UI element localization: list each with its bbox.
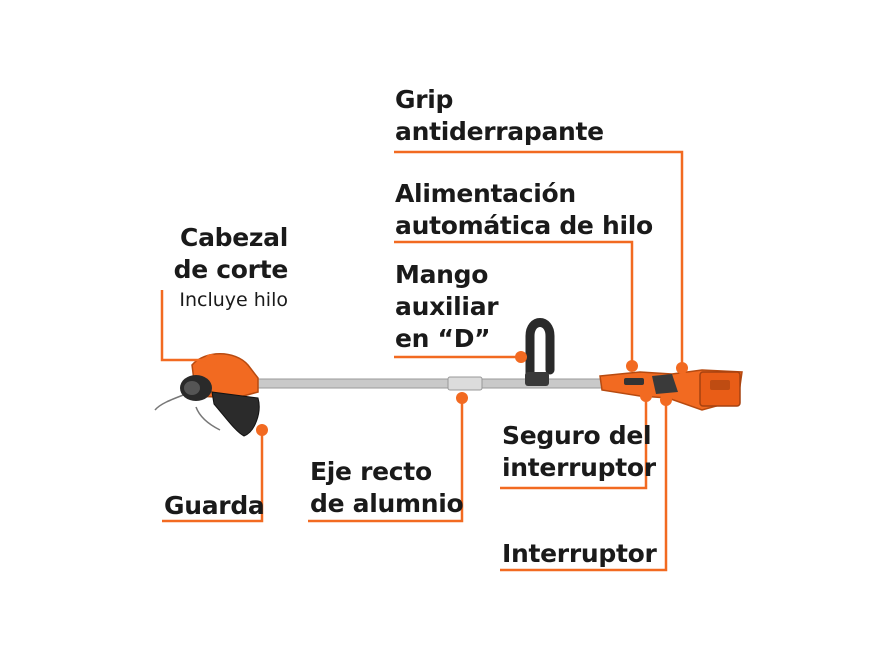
battery-slot bbox=[710, 380, 730, 390]
dot-alimentacion bbox=[626, 360, 638, 372]
callout-line-alimentacion bbox=[394, 240, 634, 368]
guard-shape bbox=[211, 391, 260, 437]
dot-seguro bbox=[640, 390, 652, 402]
label-cabezal-line2: de corte bbox=[173, 255, 289, 284]
aluminum-shaft bbox=[251, 378, 613, 389]
spool-cap bbox=[184, 381, 200, 395]
callout-line-eje bbox=[308, 398, 464, 523]
label-alimentacion-line2: automática de hilo bbox=[395, 211, 653, 240]
label-alimentacion: Alimentación automática de hilo bbox=[395, 178, 653, 242]
label-alimentacion-line1: Alimentación bbox=[395, 179, 576, 208]
label-interruptor: Interruptor bbox=[502, 539, 657, 568]
label-eje-line1: Eje recto bbox=[310, 457, 432, 486]
label-mango: Mango auxiliar en “D” bbox=[395, 259, 499, 355]
callout-line-guarda bbox=[162, 430, 264, 523]
callout-line-interruptor bbox=[500, 400, 668, 572]
label-guarda: Guarda bbox=[164, 491, 265, 520]
label-grip-line2: antiderrapante bbox=[395, 117, 604, 146]
grip-band bbox=[652, 374, 678, 394]
callout-dots bbox=[205, 351, 688, 436]
label-eje: Eje recto de alumnio bbox=[310, 456, 464, 520]
d-handle bbox=[525, 318, 555, 383]
cutting-line bbox=[154, 393, 221, 431]
label-mango-line1: Mango bbox=[395, 260, 489, 289]
callout-line-cabezal bbox=[160, 290, 211, 362]
d-handle-clamp bbox=[525, 372, 549, 386]
label-cabezal: Cabezal de corte bbox=[173, 222, 289, 286]
shaft-joint bbox=[447, 376, 483, 391]
dot-mango bbox=[515, 351, 527, 363]
dot-interruptor bbox=[660, 394, 672, 406]
label-grip-line1: Grip bbox=[395, 85, 454, 114]
dot-eje bbox=[456, 392, 468, 404]
label-grip: Grip antiderrapante bbox=[395, 84, 604, 148]
dot-cabezal bbox=[205, 354, 217, 366]
label-eje-line2: de alumnio bbox=[310, 489, 464, 518]
label-mango-line2: auxiliar bbox=[395, 292, 499, 321]
callout-line-seguro bbox=[500, 397, 648, 490]
callouts bbox=[160, 150, 684, 572]
label-cabezal-line1: Cabezal bbox=[180, 223, 288, 252]
dot-grip bbox=[676, 362, 688, 374]
label-cabezal-sub: Incluye hilo bbox=[179, 289, 288, 311]
label-seguro-line2: interruptor bbox=[502, 453, 656, 482]
trimmer-illustration bbox=[154, 318, 743, 437]
label-seguro: Seguro del interruptor bbox=[502, 420, 656, 484]
lock-button-body bbox=[624, 378, 644, 385]
dot-guarda bbox=[256, 424, 268, 436]
label-mango-line3: en “D” bbox=[395, 324, 491, 353]
label-seguro-line1: Seguro del bbox=[502, 421, 652, 450]
callout-line-grip bbox=[394, 150, 684, 368]
